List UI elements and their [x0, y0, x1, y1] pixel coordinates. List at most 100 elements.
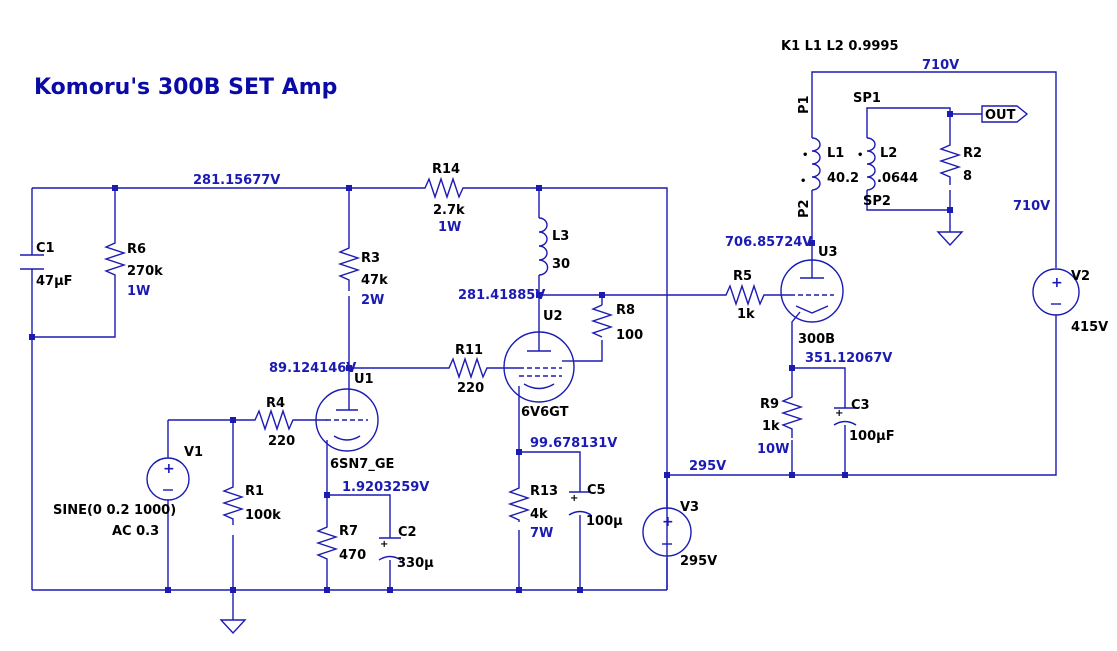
label-R14-value: 2.7k	[433, 203, 465, 218]
voltage-label-u3-plate: 706.85724V	[725, 235, 812, 250]
label-L3-value: 30	[552, 257, 570, 272]
label-C3-ref: C3	[851, 398, 870, 413]
label-R6-value: 270k	[127, 264, 163, 279]
label-L1-pin-bottom: P2	[797, 199, 812, 218]
output-port-label: OUT	[985, 108, 1016, 123]
label-R13-ref: R13	[530, 484, 558, 499]
resistor-R9	[780, 392, 804, 438]
resistor-R7	[315, 522, 339, 568]
resistor-R11	[443, 356, 493, 380]
svg-text:•: •	[800, 176, 806, 187]
voltage-source-V2: +	[1032, 268, 1080, 316]
label-R5-value: 1k	[737, 307, 755, 322]
label-R9-value: 1k	[762, 419, 780, 434]
voltage-label-b-plus: 281.15677V	[193, 173, 280, 188]
label-C5-ref: C5	[587, 483, 606, 498]
label-R6-ref: R6	[127, 242, 146, 257]
label-R1-ref: R1	[245, 484, 264, 499]
label-R3-value: 47k	[361, 273, 388, 288]
label-C3-value: 100µF	[849, 429, 895, 444]
capacitor-C3: +	[833, 407, 857, 426]
label-L1-pin-top: P1	[797, 95, 812, 114]
voltage-label-u1-plate: 89.124146V	[269, 361, 356, 376]
label-R7-ref: R7	[339, 524, 358, 539]
label-R4-ref: R4	[266, 396, 285, 411]
label-R3-ref: R3	[361, 251, 380, 266]
resistor-R6	[103, 240, 127, 282]
label-R8-ref: R8	[616, 303, 635, 318]
label-L2-ref: L2	[880, 146, 897, 161]
label-L2-pin-top: SP1	[853, 91, 881, 106]
svg-text:+: +	[163, 461, 175, 477]
resistor-R3	[337, 243, 361, 291]
label-R2-value: 8	[963, 169, 972, 184]
svg-text:+: +	[1051, 275, 1063, 291]
voltage-source-V1: +	[146, 457, 190, 501]
label-V2-value: 415V	[1071, 320, 1108, 335]
voltage-label-v2-top: 710V	[922, 58, 959, 73]
voltage-label-u1-cathode: 1.9203259V	[342, 480, 429, 495]
tube-U3	[780, 259, 844, 340]
voltage-label-v2-side: 710V	[1013, 199, 1050, 214]
label-C5-value: 100µ	[586, 514, 623, 529]
ground-symbol-secondary	[936, 231, 964, 247]
capacitor-C2: +	[378, 537, 402, 561]
resistor-R5	[720, 283, 770, 307]
resistor-R4	[249, 408, 299, 432]
label-V1-ref: V1	[184, 445, 203, 460]
label-R6-power: 1W	[127, 284, 150, 299]
label-C2-ref: C2	[398, 525, 417, 540]
label-R4-value: 220	[268, 434, 295, 449]
label-V1-value: SINE(0 0.2 1000)	[53, 503, 176, 518]
voltage-label-v3-node: 295V	[689, 459, 726, 474]
resistor-R13	[507, 483, 531, 522]
label-R14-ref: R14	[432, 162, 460, 177]
voltage-label-u3-filament: 351.12067V	[805, 351, 892, 366]
schematic-title: Komoru's 300B SET Amp	[34, 75, 337, 100]
label-R3-power: 2W	[361, 293, 384, 308]
voltage-label-u2-cathode: 99.678131V	[530, 436, 617, 451]
label-L1-value: 40.2	[827, 171, 859, 186]
inductor-L1	[811, 137, 821, 191]
label-R2-ref: R2	[963, 146, 982, 161]
label-R13-power: 7W	[530, 526, 553, 541]
voltage-source-V3: +	[642, 475, 692, 557]
inductor-L3	[538, 217, 549, 276]
capacitor-C5: +	[568, 491, 592, 516]
output-port: OUT	[981, 105, 1029, 123]
svg-text:•: •	[802, 150, 808, 161]
tube-U1	[315, 388, 379, 452]
label-R13-value: 4k	[530, 507, 548, 522]
label-U3-model: 300B	[798, 332, 835, 347]
svg-text:+: +	[835, 408, 843, 419]
label-R5-ref: R5	[733, 269, 752, 284]
label-R9-power: 10W	[757, 442, 789, 457]
tube-U2	[503, 331, 575, 403]
label-U2-model: 6V6GT	[521, 405, 569, 420]
label-R8-value: 100	[616, 328, 643, 343]
capacitor-C1	[20, 254, 44, 270]
label-R9-ref: R9	[760, 397, 779, 412]
label-C1-ref: C1	[36, 241, 55, 256]
label-C1-value: 47µF	[36, 274, 73, 289]
resistor-R1	[221, 482, 245, 525]
label-V1-ac: AC 0.3	[112, 524, 159, 539]
svg-text:•: •	[857, 150, 863, 161]
label-R14-power: 1W	[438, 220, 461, 235]
label-R11-ref: R11	[455, 343, 483, 358]
svg-text:+: +	[570, 493, 578, 504]
label-L2-value: .0644	[877, 171, 918, 186]
label-L3-ref: L3	[552, 229, 569, 244]
label-V2-ref: V2	[1071, 269, 1090, 284]
label-C2-value: 330µ	[397, 556, 434, 571]
label-U2-ref: U2	[543, 309, 563, 324]
svg-text:+: +	[662, 514, 674, 530]
label-U1-ref: U1	[354, 372, 374, 387]
label-R7-value: 470	[339, 548, 366, 563]
label-R1-value: 100k	[245, 508, 281, 523]
coupling-directive: K1 L1 L2 0.9995	[781, 39, 899, 54]
resistor-R14	[415, 176, 487, 200]
label-R11-value: 220	[457, 381, 484, 396]
label-L1-ref: L1	[827, 146, 844, 161]
label-L2-pin-bottom: SP2	[863, 194, 891, 209]
